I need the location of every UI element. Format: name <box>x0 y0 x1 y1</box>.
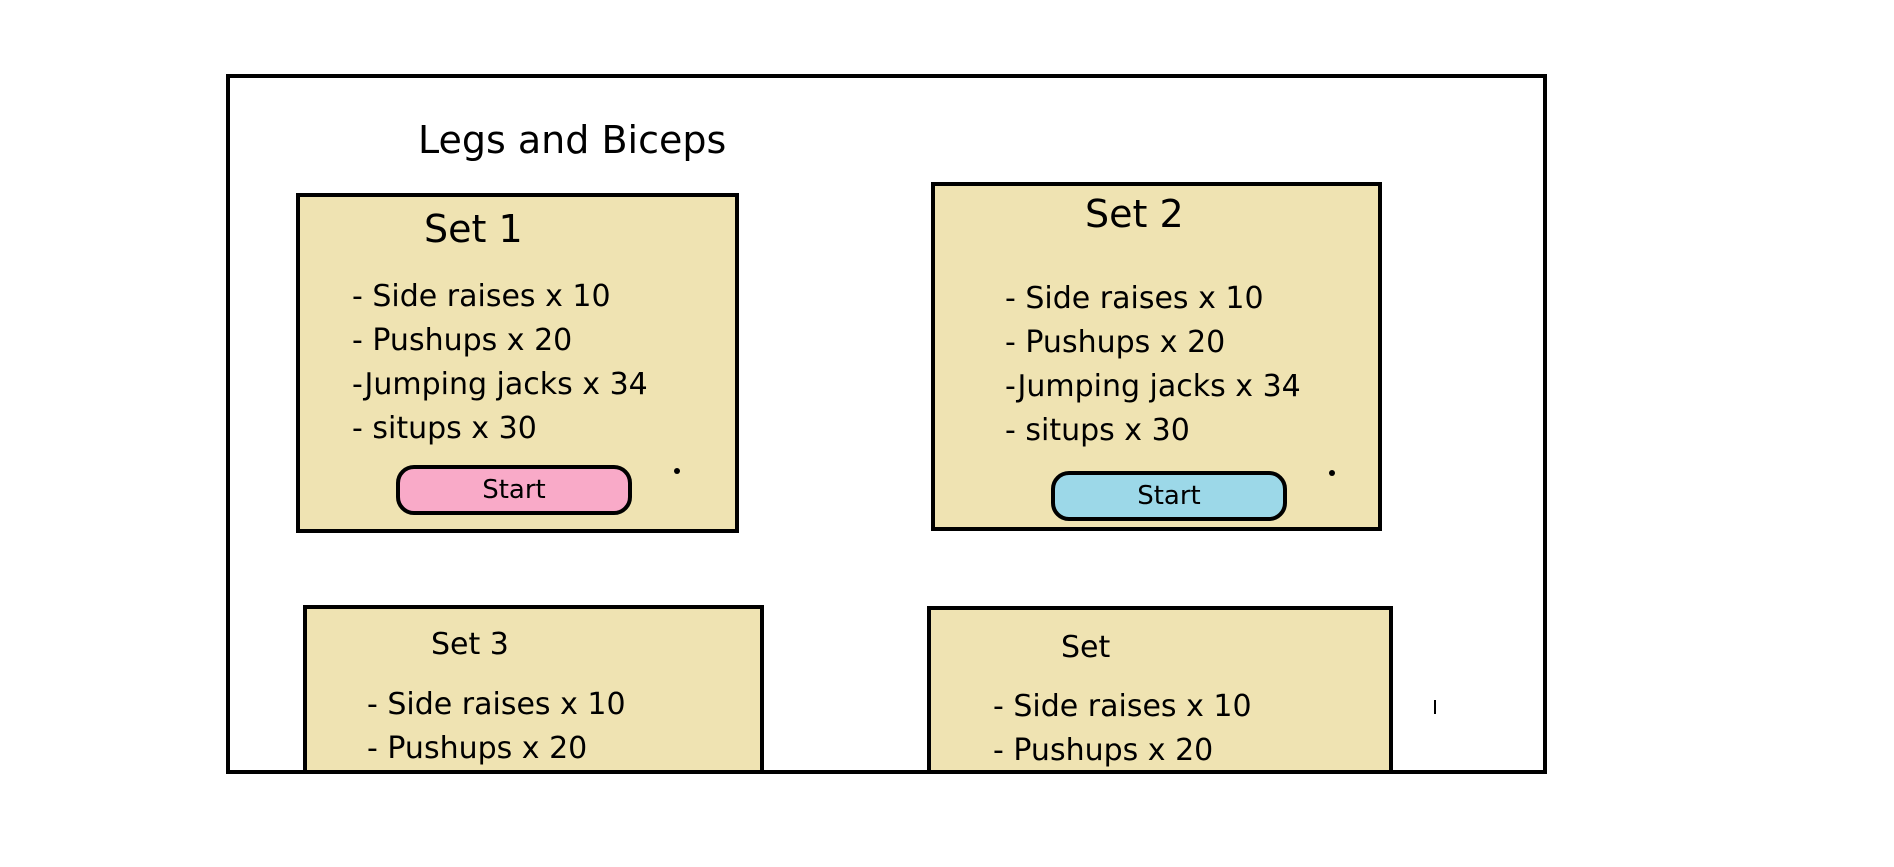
exercise-item: - Side raises x 10 <box>1005 281 1264 316</box>
exercise-item: - Pushups x 20 <box>352 323 573 358</box>
exercise-item: - Pushups x 20 <box>993 733 1214 768</box>
start-button[interactable]: Start <box>396 465 632 515</box>
exercise-item: - Pushups x 20 <box>367 731 588 766</box>
set-title: Set 1 <box>424 207 523 251</box>
exercise-item: - Pushups x 20 <box>1005 325 1226 360</box>
exercise-item: - Side raises x 10 <box>367 687 626 722</box>
dot-mark <box>674 468 680 474</box>
set-card-1: Set 1 - Side raises x 10 - Pushups x 20 … <box>296 193 739 533</box>
exercise-item: - situps x 30 <box>352 411 537 446</box>
start-button[interactable]: Start <box>1051 471 1287 521</box>
app-frame: Legs and Biceps Set 1 - Side raises x 10… <box>226 74 1547 774</box>
set-card-4: Set - Side raises x 10 - Pushups x 20 <box>927 606 1393 770</box>
exercise-list: - Side raises x 10 - Pushups x 20 -Jumpi… <box>352 275 648 451</box>
exercise-list: - Side raises x 10 - Pushups x 20 <box>993 685 1252 770</box>
set-title: Set <box>1061 630 1111 665</box>
stray-mark <box>1434 700 1436 714</box>
page-title: Legs and Biceps <box>418 118 727 162</box>
dot-mark <box>1329 470 1335 476</box>
exercise-list: - Side raises x 10 - Pushups x 20 -Jumpi… <box>1005 277 1301 453</box>
set-title: Set 3 <box>431 627 509 662</box>
exercise-item: -Jumping jacks x 34 <box>1005 369 1301 404</box>
set-card-3: Set 3 - Side raises x 10 - Pushups x 20 <box>303 605 764 770</box>
exercise-item: - Side raises x 10 <box>352 279 611 314</box>
exercise-item: -Jumping jacks x 34 <box>352 367 648 402</box>
set-title: Set 2 <box>1085 192 1184 236</box>
set-card-2: Set 2 - Side raises x 10 - Pushups x 20 … <box>931 182 1382 531</box>
exercise-item: - situps x 30 <box>1005 413 1190 448</box>
exercise-list: - Side raises x 10 - Pushups x 20 <box>367 683 626 770</box>
exercise-item: - Side raises x 10 <box>993 689 1252 724</box>
